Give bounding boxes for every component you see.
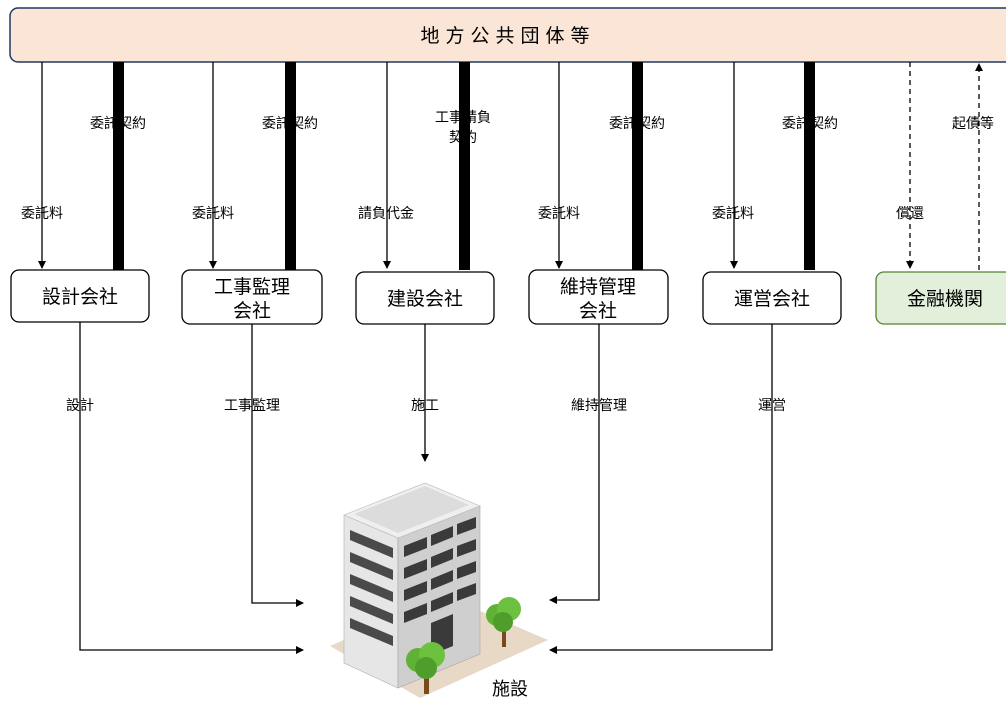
fee-label-construction: 請負代金 (358, 206, 414, 222)
contract-label-construction-line2: 契約 (449, 130, 477, 146)
building-windows-left (350, 530, 393, 646)
entity-design-label: 設計会社 (42, 286, 118, 308)
fee-label-design: 委託料 (21, 206, 63, 222)
entity-box-construction: 建設会社 (355, 271, 495, 325)
fee-label-operation: 委託料 (712, 206, 754, 222)
facility-label: 施設 (492, 679, 528, 700)
column-finance: 償還 起債等 金融機関 (875, 62, 1006, 325)
entity-supervision-label-line2: 会社 (233, 300, 271, 322)
entity-box-maintenance: 維持管理 会社 (528, 269, 669, 325)
entity-construction-label: 建設会社 (387, 288, 463, 310)
column-construction: 請負代金 工事請負 契約 建設会社 施工 (355, 62, 495, 462)
entity-maintenance-label-line1: 維持管理 (560, 276, 636, 298)
fee-label-finance: 償還 (896, 206, 924, 222)
contract-label-maintenance: 委託契約 (609, 116, 665, 132)
tree-icon (486, 597, 521, 647)
entity-box-operation: 運営会社 (702, 271, 842, 325)
contract-label-finance: 起債等 (952, 115, 994, 132)
entity-finance-label: 金融機関 (907, 288, 983, 310)
entity-supervision-label-line1: 工事監理 (214, 276, 290, 298)
entity-box-supervision: 工事監理 会社 (181, 269, 323, 325)
contract-label-design: 委託契約 (90, 116, 146, 132)
column-maintenance: 委託料 委託契約 維持管理 会社 維持管理 (528, 62, 669, 604)
entity-box-finance: 金融機関 (875, 271, 1006, 325)
local-government-bar: 地方公共団体等 (9, 7, 1006, 63)
building-windows-right (404, 517, 476, 655)
contract-label-construction-line1: 工事請負 (435, 110, 491, 126)
column-design: 委託料 委託契約 設計会社 設計 (10, 62, 304, 654)
entity-operation-label: 運営会社 (734, 288, 810, 310)
contract-label-supervision: 委託契約 (262, 116, 318, 132)
entity-maintenance-label-line2: 会社 (579, 300, 617, 322)
fee-label-maintenance: 委託料 (538, 206, 580, 222)
facility-illustration: 施設 (330, 482, 548, 700)
local-government-label: 地方公共団体等 (420, 25, 595, 47)
column-supervision: 委託料 委託契約 工事監理 会社 工事監理 (181, 62, 323, 607)
fee-label-supervision: 委託料 (192, 206, 234, 222)
column-operation: 委託料 委託契約 運営会社 運営 (549, 62, 842, 654)
tree-icon (406, 642, 445, 694)
entity-box-design: 設計会社 (10, 269, 150, 323)
contract-label-operation: 委託契約 (782, 116, 838, 132)
